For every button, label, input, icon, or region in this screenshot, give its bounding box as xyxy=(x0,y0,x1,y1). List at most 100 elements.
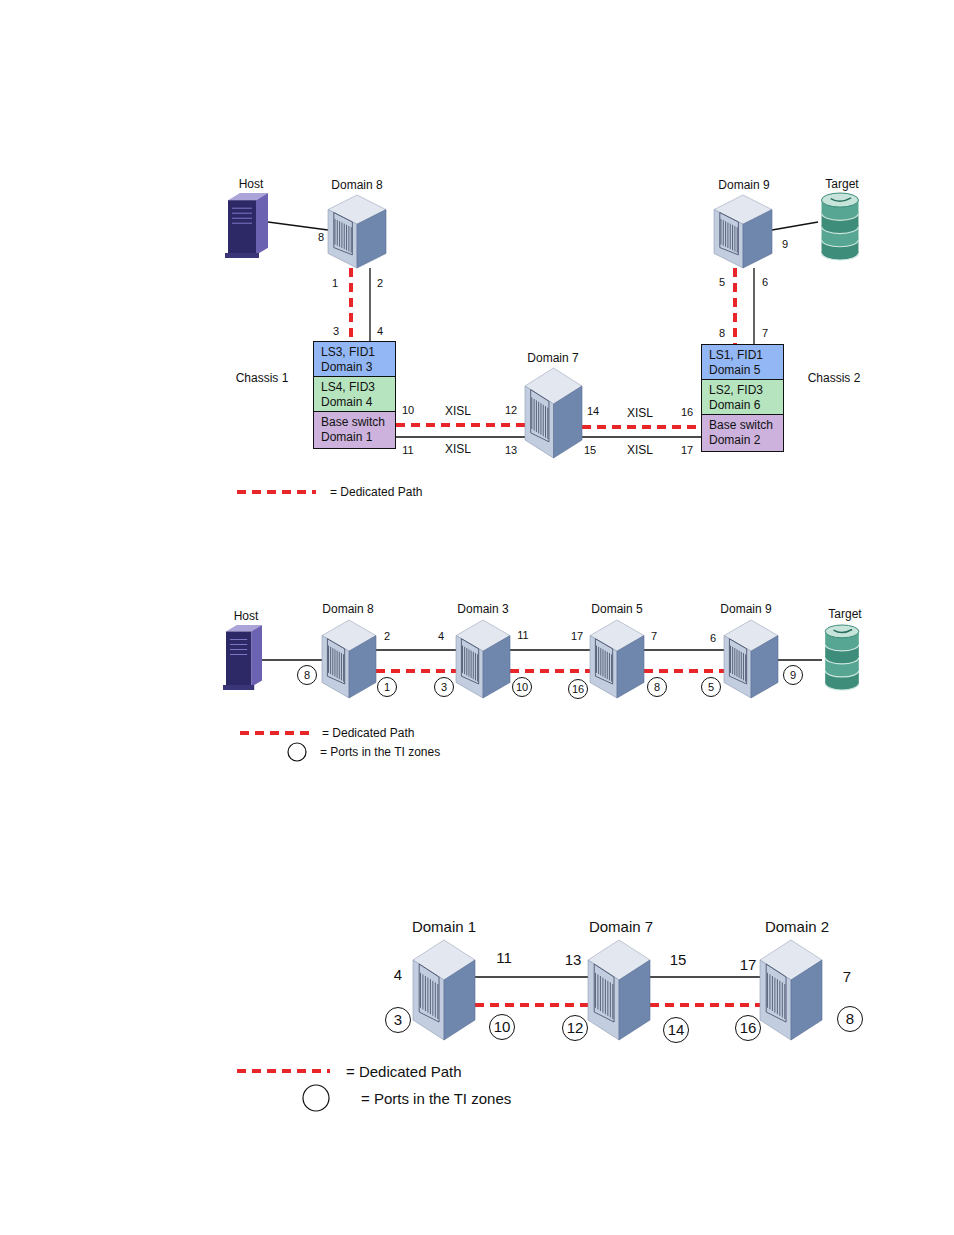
port-number: 7 xyxy=(843,969,851,986)
port-number: 15 xyxy=(670,952,687,969)
dedicated-path-link xyxy=(510,669,590,673)
link-line xyxy=(582,436,701,437)
ti-zone-port-number: 8 xyxy=(837,1006,863,1032)
dedicated-path-link xyxy=(644,669,724,673)
dedicated-path-link xyxy=(349,268,353,341)
node-label: Domain 1 xyxy=(412,918,476,935)
port-number: 2 xyxy=(377,277,383,289)
link-line xyxy=(778,659,822,660)
port-number: 9 xyxy=(782,238,788,250)
legend-dashed-line xyxy=(237,1071,330,1072)
link-label: XISL xyxy=(443,404,473,418)
dedicated-path-link xyxy=(650,1003,760,1007)
legend-circle xyxy=(288,743,306,761)
cube-drawing xyxy=(588,940,650,1040)
host-drawing xyxy=(226,625,262,690)
switch-icon: Domain 7 xyxy=(525,368,582,458)
logical-switch-box: LS3, FID1 Domain 3 xyxy=(313,341,396,378)
cube-drawing xyxy=(724,620,778,698)
switch-icon: Domain 3 xyxy=(456,620,510,698)
link-line xyxy=(268,222,328,230)
link-line xyxy=(772,222,818,230)
port-number: 11 xyxy=(402,444,413,456)
logical-switch-box: Base switch Domain 1 xyxy=(313,411,396,449)
port-number: 11 xyxy=(517,629,528,641)
cube-drawing xyxy=(714,195,772,268)
port-number: 17 xyxy=(681,444,693,456)
link-label: XISL xyxy=(625,406,655,420)
node-label: Domain 8 xyxy=(331,178,382,192)
node-label: Base switch Domain 2 xyxy=(702,415,781,448)
storage-target-icon: Target xyxy=(818,193,862,260)
logical-switch-box: Base switch Domain 2 xyxy=(701,414,784,452)
port-number: 2 xyxy=(384,630,390,642)
ti-zone-port-number: 12 xyxy=(562,1015,588,1041)
cube-drawing xyxy=(413,940,475,1040)
legend-text: = Ports in the TI zones xyxy=(361,1090,511,1107)
ti-zone-port-number: 3 xyxy=(385,1007,411,1033)
logical-switch-box: LS2, FID3 Domain 6 xyxy=(701,379,784,416)
cube-drawing xyxy=(590,620,644,698)
port-number: 17 xyxy=(571,630,583,642)
cube-drawing xyxy=(525,368,582,458)
dedicated-path-link xyxy=(733,268,737,344)
ti-zone-port-number: 8 xyxy=(647,677,667,697)
link-line xyxy=(510,649,590,650)
cube-drawing xyxy=(760,940,822,1040)
target-drawing xyxy=(818,193,862,260)
logical-switch-box: LS4, FID3 Domain 4 xyxy=(313,376,396,413)
ti-zone-port-number: 10 xyxy=(489,1014,515,1040)
legend-dashed-line xyxy=(237,492,316,493)
port-number: 8 xyxy=(719,327,725,339)
dedicated-path-link xyxy=(396,423,525,427)
target-drawing xyxy=(822,625,862,690)
node-label: Domain 8 xyxy=(322,602,373,616)
switch-icon: Domain 7 xyxy=(588,940,650,1040)
link-line xyxy=(262,659,322,660)
cube-drawing xyxy=(328,195,386,268)
link-line xyxy=(650,976,760,977)
port-number: 15 xyxy=(584,444,596,456)
node-label: Domain 2 xyxy=(765,918,829,935)
logical-switch-box: LS1, FID1 Domain 5 xyxy=(701,344,784,381)
link-line xyxy=(396,436,525,437)
link-line xyxy=(644,649,724,650)
node-label: LS3, FID1 Domain 3 xyxy=(314,342,393,375)
ti-zone-port-number: 16 xyxy=(735,1015,761,1041)
port-number: 7 xyxy=(762,327,768,339)
ti-zone-port-number: 3 xyxy=(434,677,454,697)
ti-zone-port-number: 8 xyxy=(297,665,317,685)
host-drawing xyxy=(228,193,268,258)
node-label: Base switch Domain 1 xyxy=(314,412,393,445)
port-number: 16 xyxy=(681,406,693,418)
switch-icon: Domain 8 xyxy=(322,620,376,698)
port-number: 11 xyxy=(496,950,512,967)
node-label: Domain 7 xyxy=(589,918,653,935)
port-number: 8 xyxy=(318,231,324,243)
node-label: LS2, FID3 Domain 6 xyxy=(702,380,781,413)
port-number: 3 xyxy=(333,325,339,337)
ti-zone-port-number: 16 xyxy=(568,679,588,699)
port-number: 4 xyxy=(394,967,402,984)
port-number: 14 xyxy=(587,405,599,417)
switch-icon: Domain 8 xyxy=(328,195,386,268)
legend-text: = Ports in the TI zones xyxy=(320,745,440,759)
port-number: 5 xyxy=(719,276,725,288)
host-icon: Host xyxy=(228,193,268,258)
node-label: Target xyxy=(828,607,861,621)
port-number: 12 xyxy=(505,404,517,416)
node-label: Host xyxy=(239,177,264,191)
port-number: 10 xyxy=(402,404,414,416)
ti-zone-port-number: 9 xyxy=(783,665,803,685)
node-label: Domain 3 xyxy=(457,602,508,616)
port-number: 17 xyxy=(740,957,757,974)
node-label: Target xyxy=(825,177,858,191)
ti-zone-port-number: 14 xyxy=(663,1017,689,1043)
port-number: 13 xyxy=(505,444,517,456)
legend-text: = Dedicated Path xyxy=(330,485,422,499)
node-label: Domain 7 xyxy=(527,351,578,365)
cube-drawing xyxy=(322,620,376,698)
port-number: 4 xyxy=(438,630,444,642)
cube-drawing xyxy=(456,620,510,698)
